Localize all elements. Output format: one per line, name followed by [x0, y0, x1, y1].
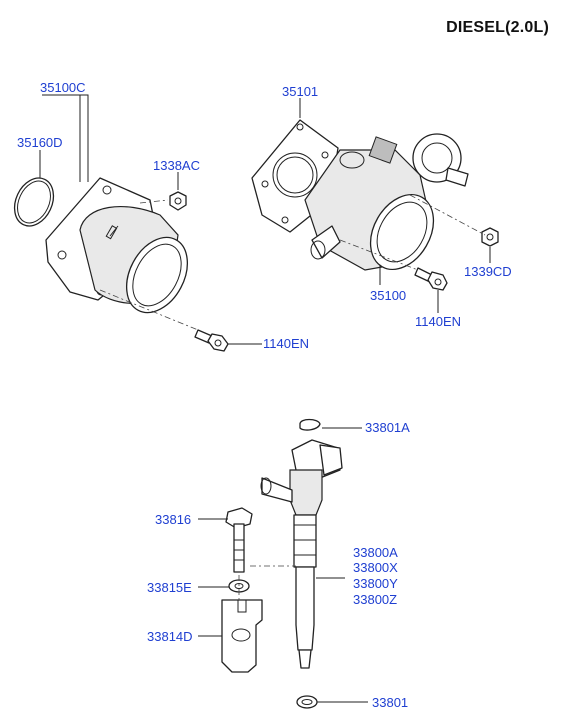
- callout-35100c: 35100C: [40, 80, 86, 95]
- throttle-body-35100: [251, 119, 469, 271]
- callout-33816: 33816: [155, 512, 191, 527]
- callout-33800x: 33800X: [353, 560, 398, 575]
- callout-35100: 35100: [370, 288, 406, 303]
- callout-35160d: 35160D: [17, 135, 63, 150]
- bolt-1140en-right: [414, 267, 448, 291]
- callout-33800y: 33800Y: [353, 576, 398, 591]
- callout-33815e: 33815E: [147, 580, 192, 595]
- bolt-33816: [225, 507, 253, 573]
- callout-33800z: 33800Z: [353, 592, 397, 607]
- callout-35101: 35101: [282, 84, 318, 99]
- callout-1338ac: 1338AC: [153, 158, 200, 173]
- washer-33801: [296, 695, 318, 709]
- callout-1339cd: 1339CD: [464, 264, 512, 279]
- injector-33800a: [260, 439, 343, 669]
- nut-1339cd: [481, 227, 499, 247]
- callout-33814d: 33814D: [147, 629, 193, 644]
- clip-33801a: [299, 418, 321, 431]
- o-ring-35160d: [13, 177, 55, 227]
- callout-33801: 33801: [372, 695, 408, 710]
- callout-33800a: 33800A: [353, 545, 398, 560]
- bolt-1140en-left: [194, 329, 229, 352]
- housing-35100c: [45, 177, 188, 314]
- callout-1140en-left: 1140EN: [263, 336, 309, 351]
- clamp-33814d: [221, 599, 263, 673]
- callout-33801a: 33801A: [365, 420, 410, 435]
- nut-1338ac: [169, 191, 187, 211]
- page-title: DIESEL(2.0L): [446, 19, 549, 36]
- callout-1140en-right: 1140EN: [415, 314, 461, 329]
